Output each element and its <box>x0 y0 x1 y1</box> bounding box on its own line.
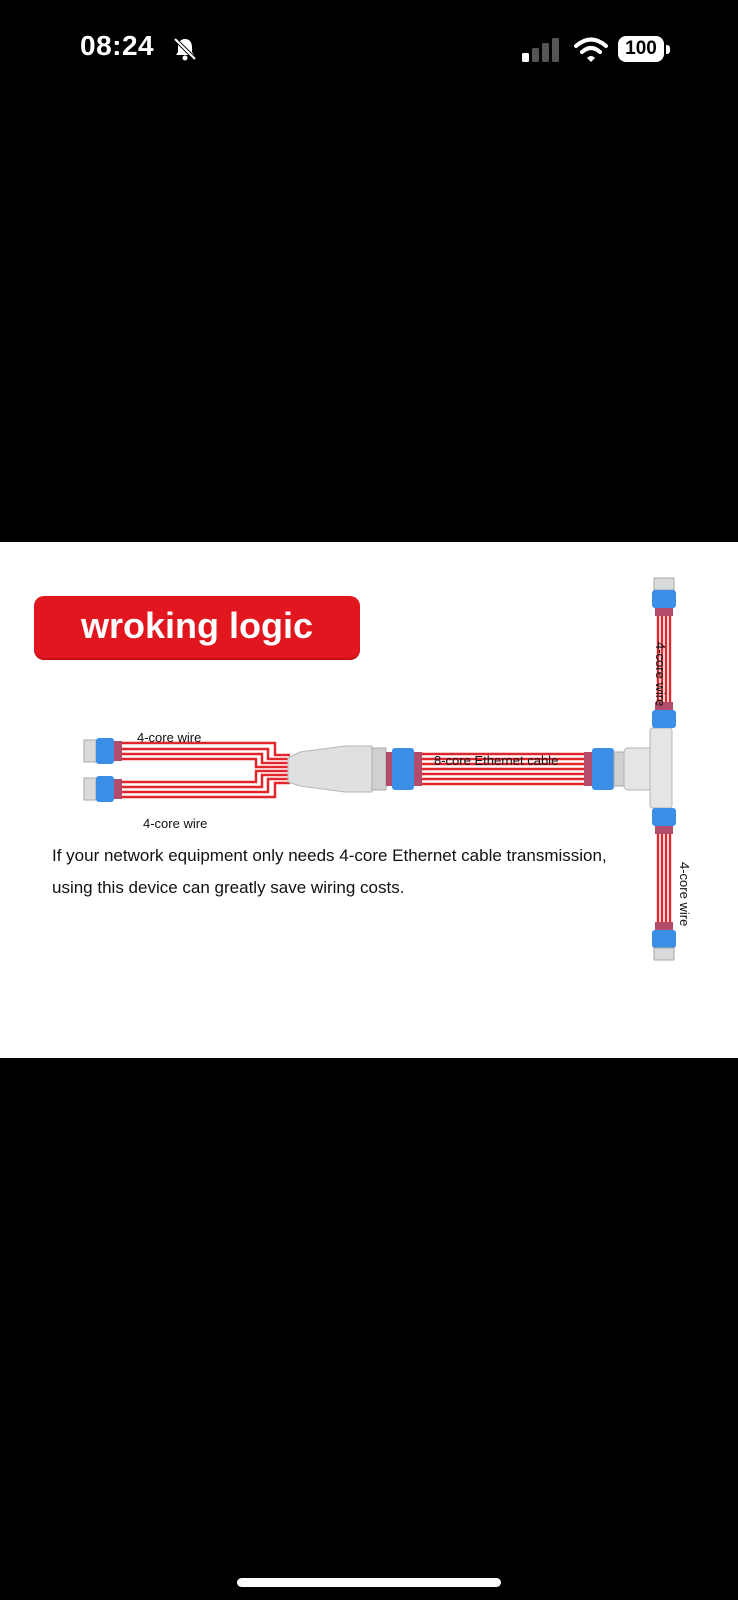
vertical-bottom-branch <box>652 808 676 961</box>
wifi-icon <box>574 37 608 62</box>
battery-tip <box>666 45 670 54</box>
wiring-diagram <box>83 577 676 961</box>
splitter-boot <box>287 745 422 793</box>
8core-ethernet-cable <box>422 752 584 786</box>
right-rj45-connector <box>584 748 625 790</box>
left-bottom-4core-wire <box>122 769 290 799</box>
battery-level: 100 <box>618 36 664 62</box>
label-bottom-left-wire: 4-core wire <box>143 816 208 831</box>
tee-splitter <box>623 727 673 809</box>
label-top-left-wire: 4-core wire <box>137 730 202 745</box>
cellular-signal-icon <box>522 38 559 62</box>
status-time: 08:24 <box>80 30 155 61</box>
vertical-top-branch <box>652 577 676 728</box>
working-logic-badge: wroking logic <box>34 596 360 658</box>
status-bar: 08:24 100 <box>0 0 738 100</box>
description-line-1: If your network equipment only needs 4-c… <box>52 846 607 865</box>
badge-text: wroking logic <box>80 605 313 646</box>
home-indicator[interactable] <box>237 1578 501 1587</box>
bell-slash-icon <box>173 37 197 61</box>
product-image: wroking logic 4-core wire 4-core wire 8-… <box>0 542 738 1058</box>
description-line-2: using this device can greatly save wirin… <box>52 878 405 897</box>
left-bottom-rj45-connector <box>83 776 122 802</box>
label-ethernet-cable: 8-core Ethernet cable <box>434 753 559 768</box>
battery-icon: 100 <box>618 36 672 64</box>
left-top-4core-wire <box>122 741 290 769</box>
label-vertical-top-wire: 4-core wire <box>653 642 668 707</box>
left-top-rj45-connector <box>83 738 122 764</box>
